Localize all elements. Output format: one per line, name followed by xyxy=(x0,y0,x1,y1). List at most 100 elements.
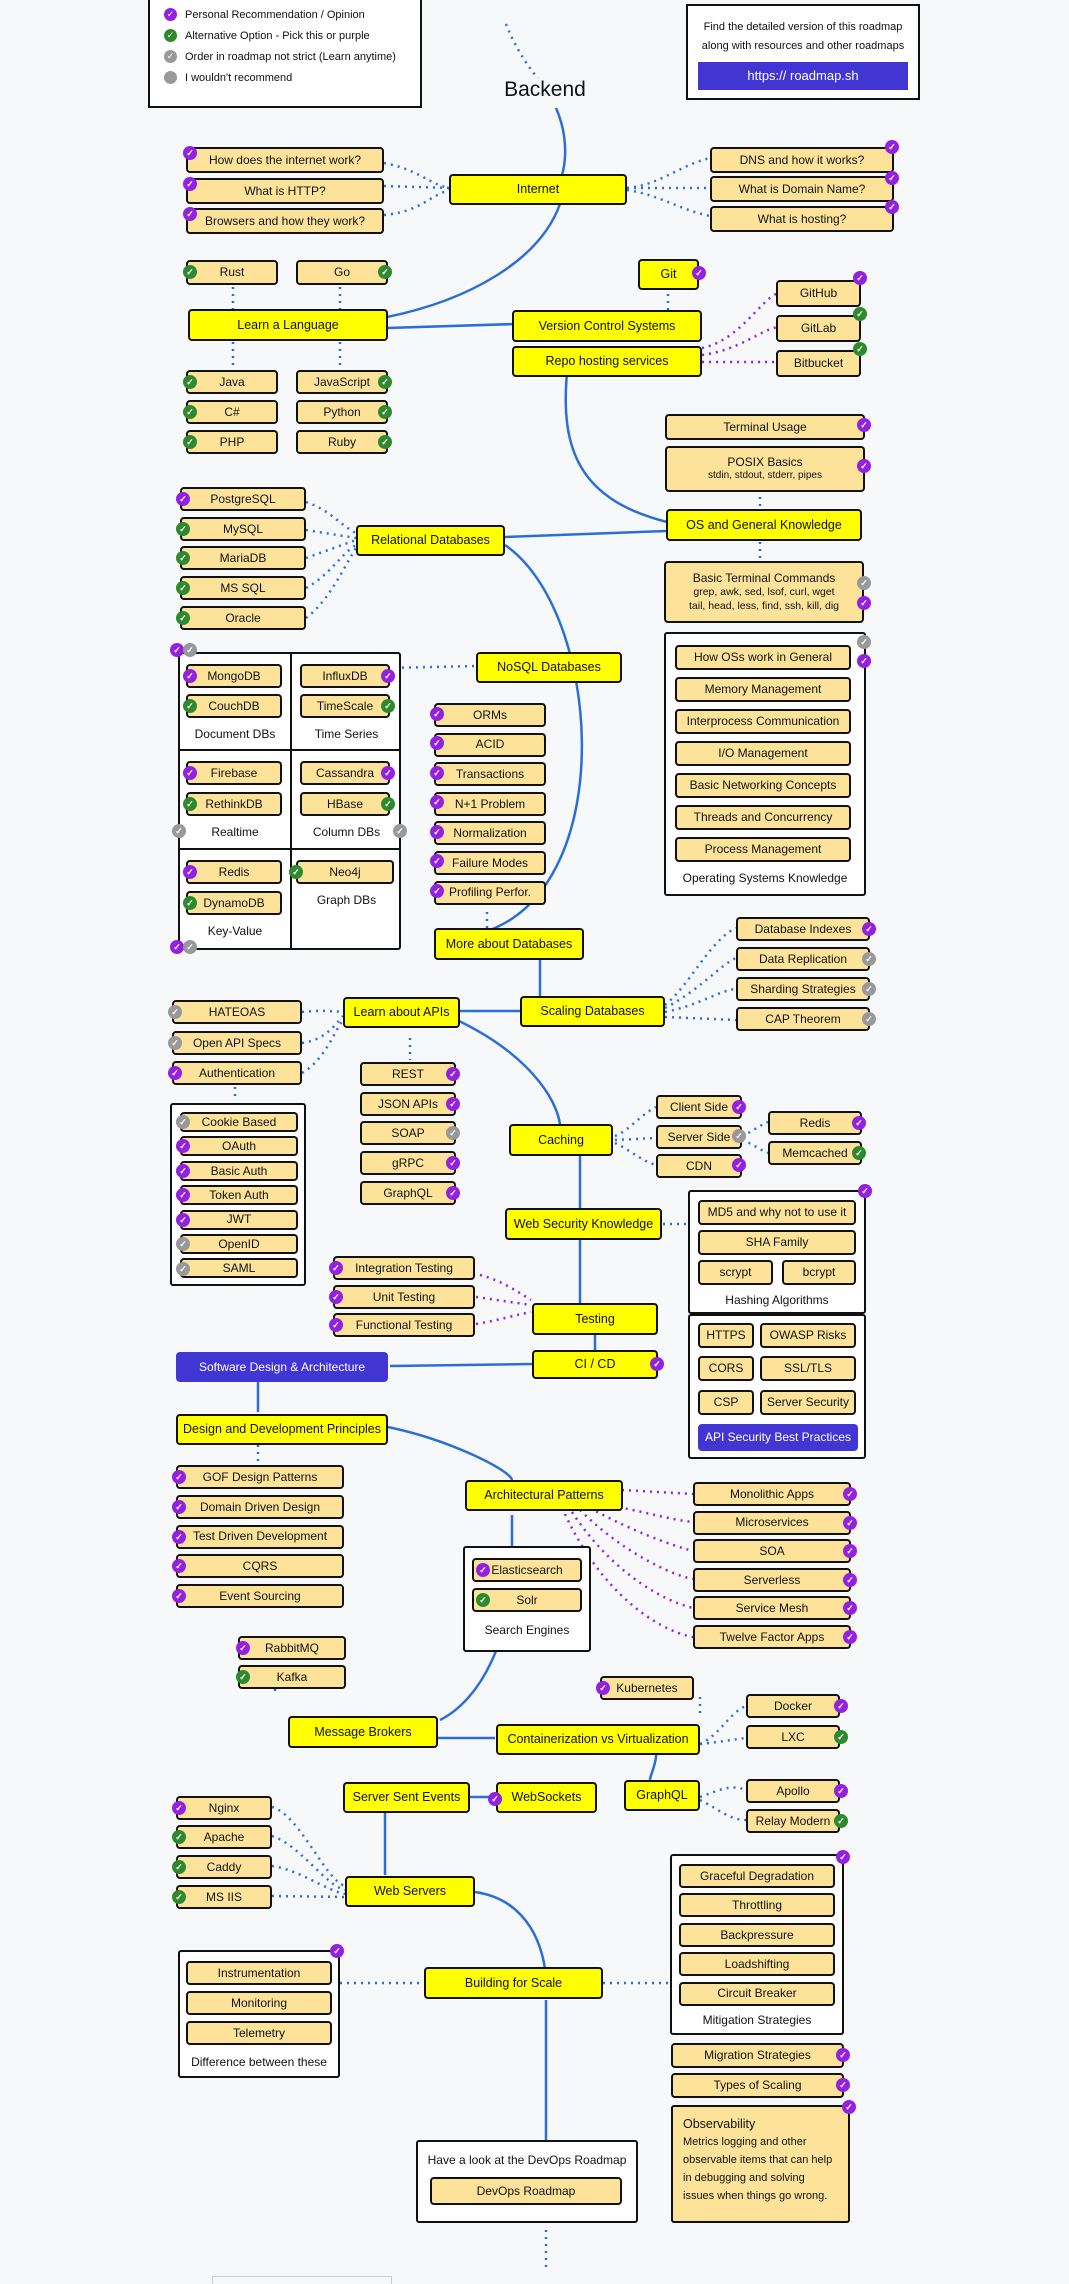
node-auth-method-3[interactable]: Token Auth xyxy=(180,1185,298,1206)
node-server-side[interactable]: Server Side xyxy=(656,1125,742,1149)
node-integration-testing[interactable]: Integration Testing xyxy=(333,1256,475,1280)
node-authentication[interactable]: Authentication xyxy=(172,1061,302,1085)
node-websockets[interactable]: WebSockets xyxy=(496,1782,597,1813)
node-types-of-scaling[interactable]: Types of Scaling xyxy=(671,2073,844,2098)
node-os-item-6[interactable]: Process Management xyxy=(675,837,851,862)
node-php[interactable]: PHP xyxy=(186,430,278,454)
node-design-item-0[interactable]: GOF Design Patterns xyxy=(176,1465,344,1489)
node-learn-about-apis[interactable]: Learn about APIs xyxy=(343,997,460,1028)
node-apache[interactable]: Apache xyxy=(176,1825,272,1849)
node-api-security[interactable]: API Security Best Practices xyxy=(698,1424,858,1451)
node-os-item-1[interactable]: Memory Management xyxy=(675,677,851,702)
node-scrypt[interactable]: scrypt xyxy=(698,1260,773,1285)
node-vcs[interactable]: Version Control Systems xyxy=(512,310,702,342)
node-server-sent-events[interactable]: Server Sent Events xyxy=(343,1782,470,1813)
node-postgresql[interactable]: PostgreSQL xyxy=(180,487,306,511)
node-graphql[interactable]: GraphQL xyxy=(624,1780,700,1811)
node-os-item-2[interactable]: Interprocess Communication xyxy=(675,709,851,734)
node-timescale[interactable]: TimeScale xyxy=(300,694,390,718)
node-db-concept-1[interactable]: ACID xyxy=(434,732,546,757)
node-migration-strategies[interactable]: Migration Strategies xyxy=(671,2043,844,2068)
node-json-apis[interactable]: JSON APIs xyxy=(360,1092,456,1116)
node-os-item-5[interactable]: Threads and Concurrency xyxy=(675,805,851,830)
node-cors[interactable]: CORS xyxy=(698,1356,754,1381)
node-kubernetes[interactable]: Kubernetes xyxy=(600,1676,694,1700)
node-os-item-0[interactable]: How OSs work in General xyxy=(675,645,851,670)
node-ci-cd[interactable]: CI / CD xyxy=(532,1350,658,1379)
node-hateoas[interactable]: HATEOAS xyxy=(172,1000,302,1024)
node-ruby[interactable]: Ruby xyxy=(296,430,388,454)
node-lxc[interactable]: LXC xyxy=(746,1725,840,1749)
node-arch-item-4[interactable]: Service Mesh xyxy=(693,1596,851,1621)
node-scaling-databases[interactable]: Scaling Databases xyxy=(520,996,665,1027)
node-mssql[interactable]: MS SQL xyxy=(180,576,306,600)
node-graphql-api[interactable]: GraphQL xyxy=(360,1181,456,1205)
node-mitigation-1[interactable]: Throttling xyxy=(679,1893,835,1918)
node-data-replication[interactable]: Data Replication xyxy=(736,947,870,971)
node-os-item-4[interactable]: Basic Networking Concepts xyxy=(675,773,851,798)
node-auth-method-4[interactable]: JWT xyxy=(180,1209,298,1230)
node-relay-modern[interactable]: Relay Modern xyxy=(746,1809,840,1833)
node-csharp[interactable]: C# xyxy=(186,400,278,424)
node-md5[interactable]: MD5 and why not to use it xyxy=(698,1200,856,1225)
node-arch-item-3[interactable]: Serverless xyxy=(693,1567,851,1592)
node-redis-cache[interactable]: Redis xyxy=(768,1111,862,1135)
node-design-principles[interactable]: Design and Development Principles xyxy=(176,1414,388,1445)
node-building-for-scale[interactable]: Building for Scale xyxy=(424,1967,603,1999)
node-relational-databases[interactable]: Relational Databases xyxy=(356,525,505,556)
node-mongodb[interactable]: MongoDB xyxy=(186,664,282,688)
node-os-item-3[interactable]: I/O Management xyxy=(675,741,851,766)
node-sharding-strategies[interactable]: Sharding Strategies xyxy=(736,977,870,1001)
devops-roadmap-button[interactable]: DevOps Roadmap xyxy=(430,2177,622,2205)
node-containerization[interactable]: Containerization vs Virtualization xyxy=(496,1724,700,1755)
node-server-security[interactable]: Server Security xyxy=(760,1390,856,1415)
node-bitbucket[interactable]: Bitbucket xyxy=(776,350,861,377)
node-db-concept-3[interactable]: N+1 Problem xyxy=(434,791,546,816)
node-sha-family[interactable]: SHA Family xyxy=(698,1230,856,1255)
node-couchdb[interactable]: CouchDB xyxy=(186,694,282,718)
node-bcrypt[interactable]: bcrypt xyxy=(782,1260,856,1285)
node-web-security[interactable]: Web Security Knowledge xyxy=(505,1208,662,1240)
node-arch-item-1[interactable]: Microservices xyxy=(693,1510,851,1535)
node-grpc[interactable]: gRPC xyxy=(360,1151,456,1175)
node-mariadb[interactable]: MariaDB xyxy=(180,546,306,570)
node-rethinkdb[interactable]: RethinkDB xyxy=(186,792,282,816)
node-firebase[interactable]: Firebase xyxy=(186,761,282,785)
node-java[interactable]: Java xyxy=(186,370,278,394)
node-solr[interactable]: Solr xyxy=(472,1588,582,1612)
node-learn-language[interactable]: Learn a Language xyxy=(188,309,388,341)
node-web-servers[interactable]: Web Servers xyxy=(345,1876,475,1907)
node-arch-item-2[interactable]: SOA xyxy=(693,1539,851,1564)
node-mitigation-2[interactable]: Backpressure xyxy=(679,1922,835,1947)
node-javascript[interactable]: JavaScript xyxy=(296,370,388,394)
node-message-brokers[interactable]: Message Brokers xyxy=(288,1716,438,1748)
node-functional-testing[interactable]: Functional Testing xyxy=(333,1313,475,1337)
node-domain-name[interactable]: What is Domain Name? xyxy=(710,176,894,202)
node-github[interactable]: GitHub xyxy=(776,280,861,307)
node-instrumentation[interactable]: Instrumentation xyxy=(186,1961,332,1985)
node-more-about-databases[interactable]: More about Databases xyxy=(434,928,584,960)
node-nginx[interactable]: Nginx xyxy=(176,1796,272,1820)
node-db-concept-5[interactable]: Failure Modes xyxy=(434,851,546,875)
node-auth-method-2[interactable]: Basic Auth xyxy=(180,1160,298,1181)
node-ssl-tls[interactable]: SSL/TLS xyxy=(760,1356,856,1381)
node-https[interactable]: HTTPS xyxy=(698,1323,754,1348)
node-neo4j[interactable]: Neo4j xyxy=(296,860,394,884)
node-telemetry[interactable]: Telemetry xyxy=(186,2021,332,2045)
node-terminal-usage[interactable]: Terminal Usage xyxy=(665,414,865,440)
node-owasp[interactable]: OWASP Risks xyxy=(760,1323,856,1348)
node-monitoring[interactable]: Monitoring xyxy=(186,1991,332,2015)
node-testing[interactable]: Testing xyxy=(532,1303,658,1335)
node-mitigation-4[interactable]: Circuit Breaker xyxy=(679,1981,835,2006)
node-auth-method-0[interactable]: Cookie Based xyxy=(180,1112,298,1132)
node-oracle[interactable]: Oracle xyxy=(180,606,306,630)
node-design-item-3[interactable]: CQRS xyxy=(176,1554,344,1579)
node-unit-testing[interactable]: Unit Testing xyxy=(333,1285,475,1309)
node-hosting[interactable]: What is hosting? xyxy=(710,206,894,232)
node-auth-method-1[interactable]: OAuth xyxy=(180,1136,298,1157)
roadmap-link-button[interactable]: https:// roadmap.sh xyxy=(698,62,908,90)
node-docker[interactable]: Docker xyxy=(746,1694,840,1718)
node-caching[interactable]: Caching xyxy=(509,1124,613,1156)
node-rabbitmq[interactable]: RabbitMQ xyxy=(238,1636,346,1660)
